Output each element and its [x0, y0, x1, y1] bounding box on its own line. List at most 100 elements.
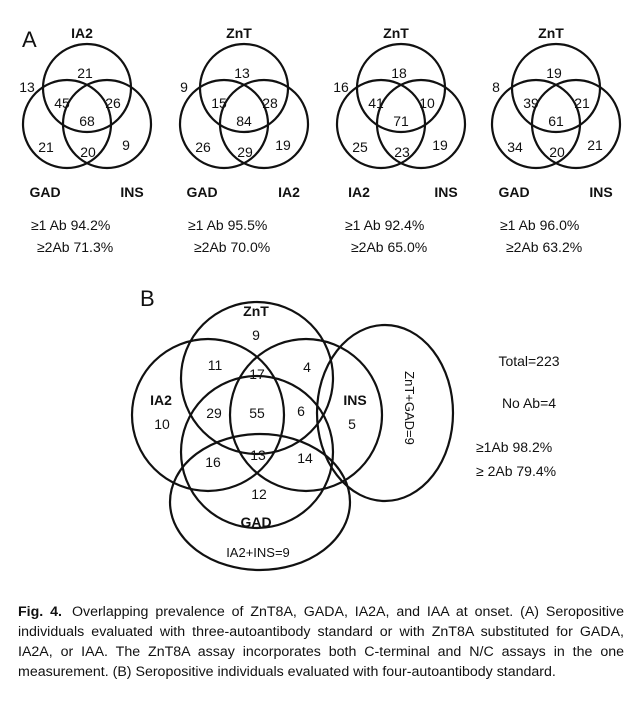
label-top: ZnT: [383, 25, 409, 41]
count-top-left: 15: [211, 95, 227, 111]
label-right: INS: [120, 184, 143, 200]
circle-right: [218, 78, 310, 170]
stat-ge1: ≥1 Ab 95.5%: [188, 217, 267, 233]
circle-left: [21, 78, 113, 170]
count-top-left: 39: [523, 95, 539, 111]
circle-right: [61, 78, 153, 170]
ins-circle: [228, 337, 384, 493]
count-ia2-ins-gad: 13: [250, 447, 266, 463]
count-znt-ins-gad: 6: [297, 403, 305, 419]
label-right: IA2: [278, 184, 300, 200]
count-top-only: 19: [546, 65, 562, 81]
count-top-left: 41: [368, 95, 384, 111]
circle-left: [178, 78, 270, 170]
venn-diagram-2: ZnT GAD IA2 9 13 15 28 84 26 29 19 ≥1 Ab 95.5% ≥2Ab …: [178, 25, 310, 255]
gad-label: GAD: [240, 514, 271, 530]
znt-circle: [179, 300, 335, 456]
count-center: 84: [236, 113, 252, 129]
stat-ge2: ≥2Ab 71.3%: [37, 239, 113, 255]
count-bottom: 23: [394, 144, 410, 160]
stat-ge2: ≥2Ab 63.2%: [506, 239, 582, 255]
count-bottom: 20: [80, 144, 96, 160]
count-all-four: 55: [249, 405, 265, 421]
label-top: ZnT: [538, 25, 564, 41]
count-center: 71: [393, 113, 409, 129]
stat-ge2-b: ≥ 2Ab 79.4%: [476, 463, 556, 479]
count-center: 68: [79, 113, 95, 129]
stat-ge1: ≥1 Ab 92.4%: [345, 217, 424, 233]
circle-left: [490, 78, 582, 170]
panel-b-label: B: [140, 286, 155, 311]
count-center: 61: [548, 113, 564, 129]
count-ins-gad: 14: [297, 450, 313, 466]
ia2-circle: [130, 337, 286, 493]
circle-left: [335, 78, 427, 170]
count-bottom: 20: [549, 144, 565, 160]
circle-right: [375, 78, 467, 170]
no-ab-count: No Ab=4: [502, 395, 556, 411]
count-ia2-gad: 16: [205, 454, 221, 470]
circle-right: [530, 78, 622, 170]
venn-four-set: ZnT IA2 INS GAD 9 11 4 17 10 29 55 6 5 1…: [130, 300, 455, 572]
stat-ge2: ≥2Ab 65.0%: [351, 239, 427, 255]
count-outside: 13: [19, 79, 35, 95]
count-znt-ia2: 11: [208, 357, 223, 373]
label-right: INS: [434, 184, 457, 200]
ia2-ins-note: IA2+INS=9: [226, 545, 290, 560]
count-left-only: 25: [352, 139, 368, 155]
count-top-right: 10: [419, 95, 435, 111]
label-left: GAD: [29, 184, 60, 200]
count-right-only: 19: [275, 137, 291, 153]
count-top-only: 21: [77, 65, 93, 81]
stat-ge2: ≥2Ab 70.0%: [194, 239, 270, 255]
count-znt-only: 9: [252, 327, 260, 343]
count-outside: 8: [492, 79, 500, 95]
count-bottom: 29: [237, 144, 253, 160]
count-left-only: 21: [38, 139, 54, 155]
znt-gad-note: ZnT+GAD=9: [402, 371, 417, 445]
ins-extra-ellipse: [315, 323, 455, 503]
venn-diagram-3: ZnT IA2 INS 16 18 41 10 71 25 23 19 ≥1 Ab 92.4% ≥2Ab…: [333, 25, 467, 255]
count-right-only: 9: [122, 137, 130, 153]
ia2-label: IA2: [150, 392, 172, 408]
count-left-only: 34: [507, 139, 523, 155]
count-ins-only: 5: [348, 416, 356, 432]
count-ia2-only: 10: [154, 416, 170, 432]
count-top-left: 45: [54, 95, 70, 111]
count-znt-ins: 4: [303, 359, 311, 375]
count-top-right: 26: [105, 95, 121, 111]
count-znt-ia2-ins: 17: [249, 366, 265, 382]
gad-circle: [179, 374, 335, 530]
count-ia2-gad-znt: 29: [206, 405, 222, 421]
count-right-only: 21: [587, 137, 603, 153]
stat-ge1: ≥1 Ab 96.0%: [500, 217, 579, 233]
count-outside: 9: [180, 79, 188, 95]
label-top: IA2: [71, 25, 93, 41]
count-top-right: 21: [574, 95, 590, 111]
count-top-only: 18: [391, 65, 407, 81]
count-top-only: 13: [234, 65, 250, 81]
count-right-only: 19: [432, 137, 448, 153]
stat-ge1-b: ≥1Ab 98.2%: [476, 439, 552, 455]
label-top: ZnT: [226, 25, 252, 41]
ins-label: INS: [343, 392, 366, 408]
count-top-right: 28: [262, 95, 278, 111]
count-outside: 16: [333, 79, 349, 95]
venn-diagram-4: ZnT GAD INS 8 19 39 21 61 34 20 21 ≥1 Ab 96.0% ≥2Ab …: [490, 25, 622, 255]
label-left: GAD: [186, 184, 217, 200]
caption-fig-label: Fig. 4.: [18, 604, 62, 620]
count-left-only: 26: [195, 139, 211, 155]
znt-label: ZnT: [243, 303, 269, 319]
label-left: GAD: [498, 184, 529, 200]
figure-caption: Fig. 4.Overlapping prevalence of ZnT8A, …: [18, 602, 624, 682]
label-left: IA2: [348, 184, 370, 200]
gad-extra-ellipse: [168, 432, 352, 572]
stat-ge1: ≥1 Ab 94.2%: [31, 217, 110, 233]
panel-a-label: A: [22, 27, 37, 52]
count-gad-only: 12: [251, 486, 267, 502]
caption-text: Overlapping prevalence of ZnT8A, GADA, I…: [18, 604, 624, 680]
label-right: INS: [589, 184, 612, 200]
total-count: Total=223: [498, 353, 559, 369]
